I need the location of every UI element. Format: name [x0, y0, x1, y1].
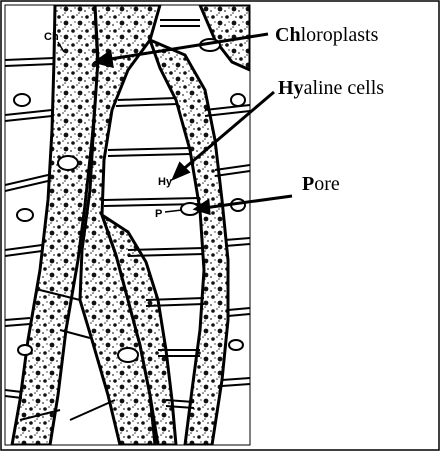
label-hyaline-cells: Hyaline cells	[278, 77, 384, 99]
label-pore: Pore	[302, 173, 340, 195]
tag-hy: Hy	[158, 176, 173, 188]
tag-ch: Ch	[44, 31, 59, 43]
tag-p: P	[155, 208, 162, 220]
label-chloroplasts: Chloroplasts	[275, 24, 379, 46]
cell-drawing: Ch Hy P	[5, 5, 250, 445]
